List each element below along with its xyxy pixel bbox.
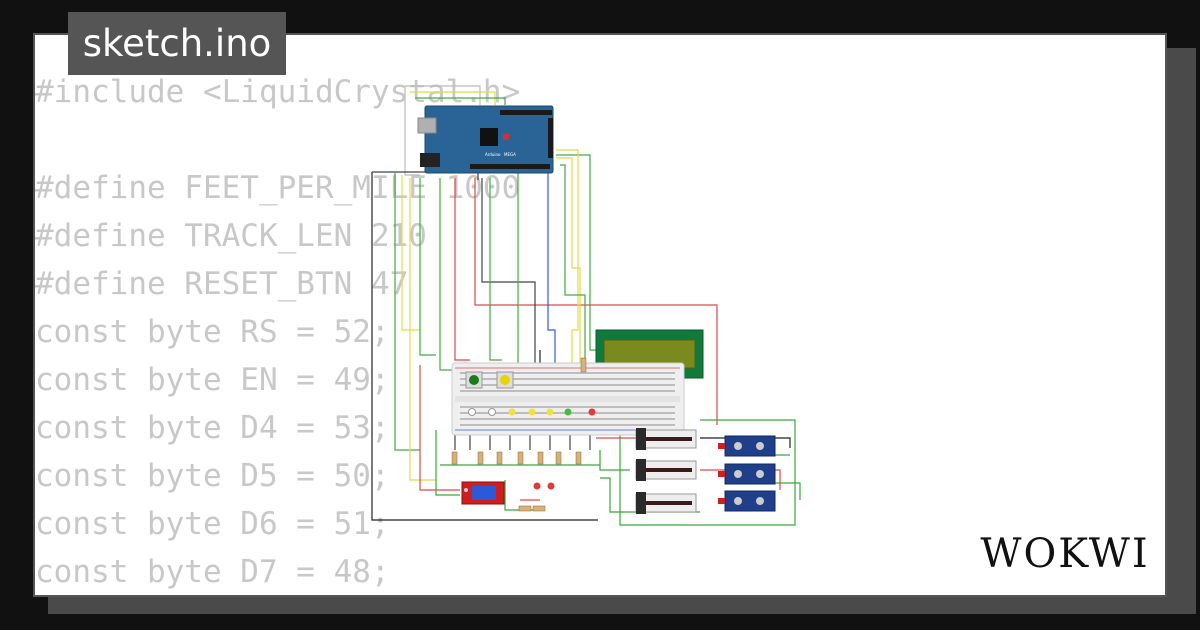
- led: [546, 408, 554, 416]
- resistor: [518, 505, 532, 512]
- led: [488, 408, 496, 416]
- code-line: const byte D7 = 48;: [35, 554, 390, 590]
- led: [564, 408, 572, 416]
- led: [528, 408, 536, 416]
- brand-name: WOKWI: [980, 531, 1149, 577]
- code-listing: #include <LiquidCrystal.h>#define FEET_P…: [35, 68, 520, 596]
- wokwi-logo: WOKWI: [980, 531, 1149, 577]
- code-card: [33, 33, 1167, 597]
- board-model: MEGA: [504, 152, 516, 157]
- led: [588, 408, 596, 416]
- slide-potentiometer[interactable]: [635, 459, 697, 481]
- code-line: #define FEET_PER_MILE 1000: [35, 170, 521, 206]
- code-line: const byte D5 = 50;: [35, 458, 390, 494]
- resistor: [532, 505, 546, 512]
- slide-potentiometer[interactable]: [635, 428, 697, 450]
- led: [508, 408, 516, 416]
- board-brand: Arduino: [485, 152, 501, 157]
- slide-potentiometer[interactable]: [635, 492, 697, 514]
- resistor: [477, 451, 484, 465]
- code-line: #define TRACK_LEN 210: [35, 218, 427, 254]
- resistor: [575, 451, 582, 465]
- code-line: const byte EN = 49;: [35, 362, 390, 398]
- resistor: [517, 451, 524, 465]
- ir-sensor-module[interactable]: [718, 435, 776, 457]
- file-tab[interactable]: sketch.ino: [68, 12, 286, 75]
- push-button[interactable]: [465, 371, 483, 389]
- relay-module[interactable]: [461, 481, 505, 505]
- code-line: const byte RS = 52;: [35, 314, 390, 350]
- led: [547, 482, 555, 490]
- ir-sensor-module[interactable]: [718, 490, 776, 512]
- breadboard: [451, 362, 685, 436]
- resistor: [537, 451, 544, 465]
- code-line: #define RESET_BTN 47: [35, 266, 409, 302]
- arduino-mega-board[interactable]: Arduino MEGA: [417, 105, 554, 174]
- resistor: [580, 357, 587, 373]
- resistor: [451, 451, 458, 465]
- ir-sensor-module[interactable]: [718, 463, 776, 485]
- code-line: const byte D6 = 51;: [35, 506, 390, 542]
- push-button[interactable]: [496, 371, 514, 389]
- led: [468, 408, 476, 416]
- resistor: [496, 451, 503, 465]
- resistor: [555, 451, 562, 465]
- led: [533, 482, 541, 490]
- code-line: const byte D4 = 53;: [35, 410, 390, 446]
